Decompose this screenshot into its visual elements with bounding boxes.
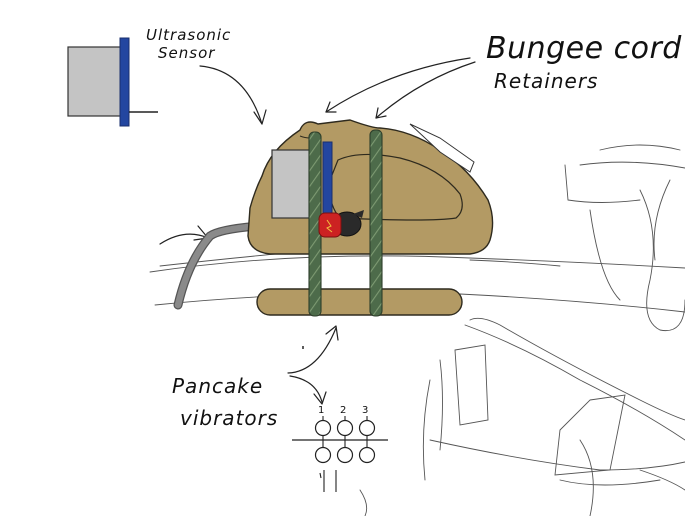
label-ultrasonic: Ultrasonic <box>146 26 231 44</box>
motor-2-bottom <box>336 446 354 464</box>
pancake-vibrator-mounted <box>318 210 364 238</box>
motor-label-1: 1 <box>318 405 324 416</box>
label-bungee-cord: Bungee cord <box>486 31 682 66</box>
sensor-body <box>67 46 123 117</box>
mounted-sensor-face <box>322 141 333 221</box>
label-vibrators: vibrators <box>180 406 278 430</box>
bungee-retainer-right <box>369 129 383 317</box>
arrow-pancake-up <box>287 327 337 374</box>
motor-1-top <box>314 419 332 437</box>
label-retainers: Retainers <box>494 69 598 93</box>
motor-3-top <box>358 419 376 437</box>
arrow-bungee-right <box>375 61 476 119</box>
mount-base-pad <box>256 288 463 316</box>
background-arm-sketch <box>149 144 685 516</box>
label-pancake: Pancake <box>172 374 263 398</box>
arrow-sensor <box>199 65 263 125</box>
mount-tab <box>409 123 475 173</box>
arrow-pancake-down <box>289 375 323 403</box>
motor-leads <box>319 470 337 492</box>
motor-3-bottom <box>358 446 376 464</box>
ultrasonic-sensor-standalone <box>67 37 158 127</box>
sensor-face <box>119 37 130 127</box>
motor-1-bottom <box>314 446 332 464</box>
arrow-bungee-left <box>325 57 471 113</box>
label-sensor: Sensor <box>158 44 215 62</box>
motor-2-top <box>336 419 354 437</box>
motor-label-2: 2 <box>340 405 346 416</box>
motor-label-3: 3 <box>362 405 368 416</box>
vibrator-schematic: 1 2 3 <box>292 405 388 492</box>
